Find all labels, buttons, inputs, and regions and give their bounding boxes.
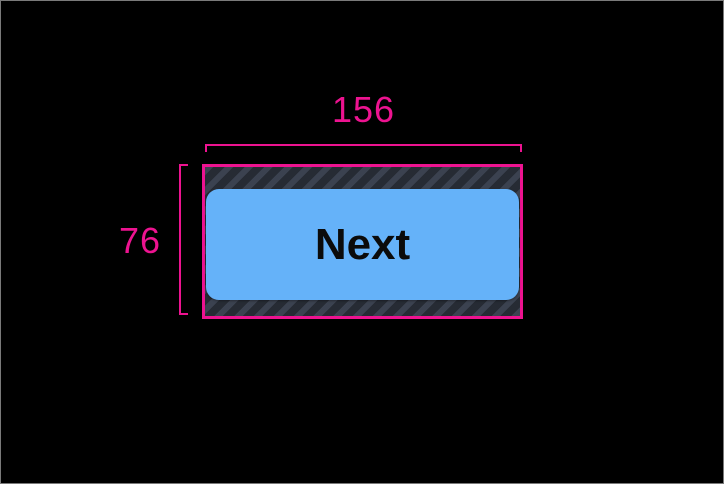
width-dimension-label: 156 <box>331 89 396 130</box>
height-dimension-label: 76 <box>118 220 161 261</box>
next-button-label: Next <box>314 219 411 269</box>
width-dimension-bracket <box>205 144 522 152</box>
touch-target-region: Next <box>202 164 523 319</box>
next-button[interactable]: Next <box>206 189 519 300</box>
height-dimension-bracket <box>179 164 188 315</box>
